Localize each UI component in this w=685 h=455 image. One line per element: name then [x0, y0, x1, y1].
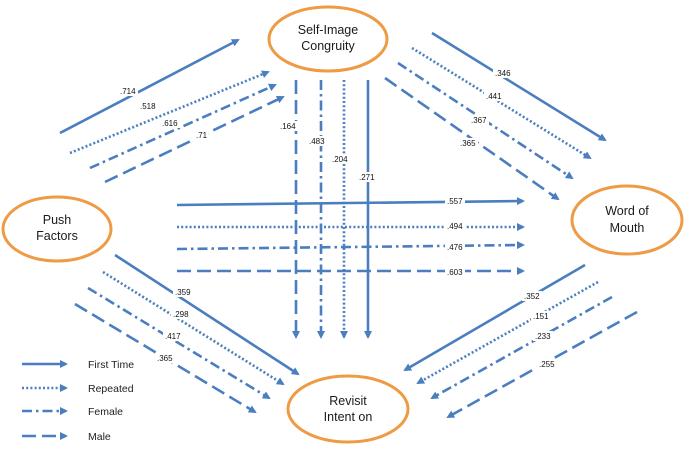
path-first-time-push-revisit [114, 253, 300, 376]
path-female-push-revisit [87, 286, 271, 400]
paths-word-of-mouth-to-revisit [403, 263, 638, 419]
coef-push-self-repeated: .518 [140, 102, 156, 111]
coef-push-self-female: .616 [162, 119, 178, 128]
node-self-image-line-2: Congruity [301, 39, 355, 53]
node-self-image-line-1: Self-Image [298, 23, 358, 37]
coef-push-wom-first-time: .557 [447, 197, 463, 206]
coef-push-wom-repeated: .494 [447, 222, 463, 231]
legend-label-male: Male [88, 431, 111, 443]
coef-wom-revisit-female: .233 [535, 332, 551, 341]
path-repeated-push-self [69, 70, 270, 155]
path-repeated-wom-revisit [416, 280, 599, 385]
coef-push-revisit-female: .417 [165, 332, 181, 341]
legend-label-repeated: Repeated [88, 383, 134, 395]
coef-push-revisit-first-time: .359 [175, 288, 191, 297]
coef-push-self-male: .71 [196, 131, 208, 140]
coef-push-wom-male: .603 [447, 268, 463, 277]
node-push-factors: Push Factors [1, 195, 113, 263]
node-self-image-congruity: Self-Image Congruity [267, 5, 389, 73]
coef-push-self-first-time: .714 [120, 87, 136, 96]
paths-self-image-to-word-of-mouth [384, 31, 607, 201]
paths-push-to-word-of-mouth [176, 197, 525, 275]
node-revisit-line-1: Revisit [329, 394, 367, 408]
paths-push-to-self-image [59, 38, 285, 184]
path-first-time-self-wom [431, 31, 607, 142]
path-first-time-push-wom [176, 197, 525, 207]
node-revisit-line-2: Intent on [324, 410, 373, 424]
coef-self-revisit-repeated: .483 [309, 137, 325, 146]
path-repeated-push-revisit [102, 270, 285, 386]
coef-self-revisit-female: .204 [332, 155, 348, 164]
coef-self-wom-first-time: .346 [495, 69, 511, 78]
legend-label-female: Female [88, 406, 123, 418]
path-repeated-self-wom [411, 46, 592, 160]
coef-self-revisit-male: .271 [359, 173, 375, 182]
coef-wom-revisit-first-time: .352 [524, 292, 540, 301]
coef-push-revisit-repeated: .298 [173, 310, 189, 319]
coef-self-revisit-first-time: .164 [280, 122, 296, 131]
path-first-time-wom-revisit [403, 263, 586, 372]
coefficient-labels: .714 .518 .616 .71 .346 .441 .367 .365 .… [118, 68, 557, 369]
coef-push-wom-female: .476 [447, 243, 463, 252]
coef-self-wom-female: .367 [471, 116, 487, 125]
coef-self-wom-repeated: .441 [486, 92, 502, 101]
node-word-of-mouth: Word of Mouth [570, 184, 684, 256]
node-push-line-2: Factors [36, 229, 78, 243]
paths-self-image-to-revisit [292, 80, 372, 339]
path-male-push-self [104, 95, 285, 184]
coef-self-wom-male: .365 [460, 139, 476, 148]
path-first-time-push-self [59, 38, 240, 135]
path-female-wom-revisit [430, 295, 613, 400]
coef-wom-revisit-male: .255 [539, 360, 555, 369]
node-wom-line-1: Word of [605, 204, 649, 218]
node-revisit-intention: Revisit Intent on [286, 374, 410, 444]
coef-wom-revisit-repeated: .151 [533, 312, 549, 321]
path-female-push-self [89, 83, 277, 170]
path-female-push-wom [176, 241, 525, 251]
node-push-line-1: Push [43, 213, 72, 227]
node-wom-line-2: Mouth [610, 221, 645, 235]
coef-push-revisit-male: .365 [157, 354, 173, 363]
legend-label-first-time: First Time [88, 359, 134, 371]
legend: First Time Repeated Female Male [22, 359, 134, 443]
